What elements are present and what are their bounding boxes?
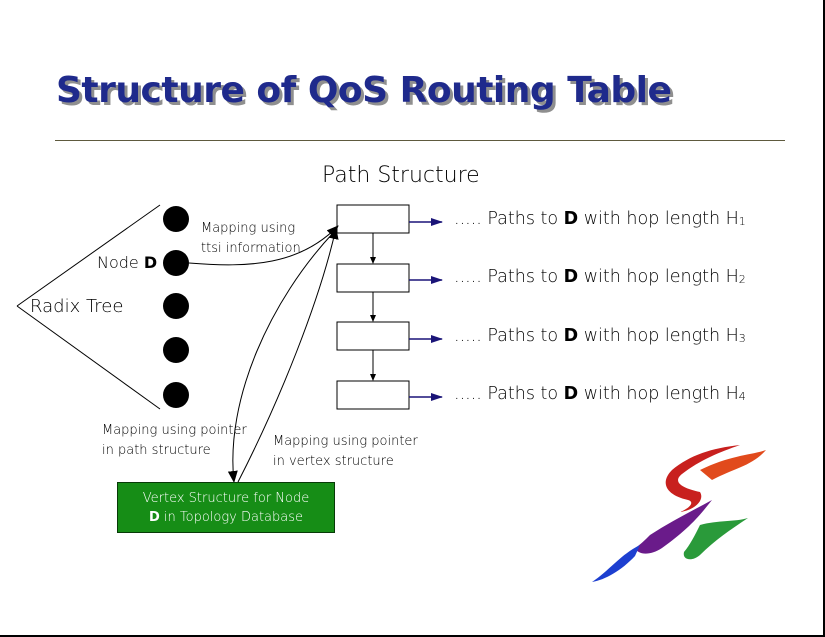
- path-structure-heading: Path Structure: [322, 163, 480, 188]
- path-box-4: [336, 380, 410, 410]
- vertex-pointer-label: Mapping using pointer in vertex structur…: [273, 434, 418, 469]
- path-row-label-2: ..... Paths to D with hop length H2: [454, 267, 746, 287]
- ttsi-mapping-label: Mapping using ttsi information: [201, 221, 301, 256]
- path-row-label-1: ..... Paths to D with hop length H1: [454, 209, 746, 229]
- path-pointer-arrow: [227, 231, 335, 483]
- path-row-label-4: ..... Paths to D with hop length H4: [454, 384, 746, 404]
- title-divider: [55, 140, 785, 141]
- tree-node-circle: [163, 206, 189, 232]
- path-pointer-label: Mapping using pointer in path structure: [102, 423, 247, 458]
- tree-node-circle: [163, 337, 189, 363]
- path-box-1: [336, 204, 410, 234]
- path-box-3: [336, 321, 410, 351]
- radix-tree-label: Radix Tree: [30, 296, 124, 317]
- tree-node-circle: [163, 382, 189, 408]
- slide-title: Structure of QoS Routing Table: [56, 70, 672, 111]
- vertex-structure-box: Vertex Structure for Node D in Topology …: [117, 482, 335, 533]
- path-box-2: [336, 263, 410, 293]
- node-d-circle: [163, 250, 189, 276]
- path-row-label-3: ..... Paths to D with hop length H3: [454, 326, 746, 346]
- tree-node-circle: [163, 293, 189, 319]
- ttsi-mapping-arrow: [188, 225, 339, 266]
- node-d-label: Node D: [97, 253, 158, 272]
- wavy-s-brush-logo: [592, 445, 766, 582]
- vertex-pointer-arrow: [237, 227, 339, 483]
- radix-tree-wedge: [16, 204, 161, 410]
